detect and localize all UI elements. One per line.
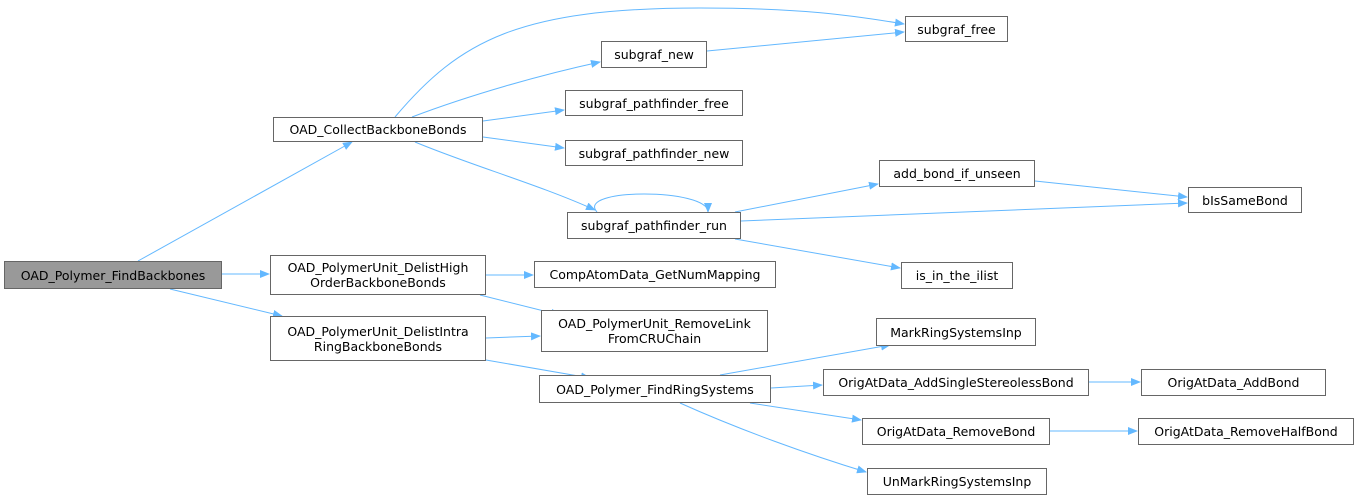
- edge-pf-run-to-add-bond: [734, 181, 879, 213]
- edge-delist-intra-to-remove-link: [485, 332, 541, 341]
- node-oad-polymer-findbackbones: OAD_Polymer_FindBackbones: [4, 261, 222, 289]
- node-origatdata-addsinglestereolessbond[interactable]: OrigAtData_AddSingleStereolessBond: [823, 369, 1089, 396]
- node-unmarkringsystemsinp[interactable]: UnMarkRingSystemsInp: [867, 468, 1047, 495]
- node-is-in-the-ilist[interactable]: is_in_the_ilist: [901, 262, 1013, 289]
- node-oad-polymerunit-delistintraringbackbonebonds[interactable]: OAD_PolymerUnit_DelistIntra RingBackbone…: [270, 316, 486, 361]
- node-origatdata-removebond[interactable]: OrigAtData_RemoveBond: [862, 418, 1050, 445]
- edge-collect-to-pf-run: [414, 141, 596, 211]
- edge-pf-run-to-in-ilist: [734, 238, 901, 271]
- edge-pf-run-self-loop: [594, 193, 712, 213]
- edge-find-ring-to-unmark-ring: [679, 402, 867, 474]
- node-subgraf-pathfinder-free[interactable]: subgraf_pathfinder_free: [565, 90, 743, 116]
- node-oad-polymerunit-removelinkfromcruchain[interactable]: OAD_PolymerUnit_RemoveLink FromCRUChain: [541, 310, 768, 352]
- edge-subgraf-new-to-subgraf-free: [706, 28, 905, 52]
- edge-collect-to-subgraf-free: [394, 7, 905, 118]
- node-origatdata-addbond[interactable]: OrigAtData_AddBond: [1141, 369, 1326, 396]
- node-oad-polymer-findringsystems[interactable]: OAD_Polymer_FindRingSystems: [539, 375, 771, 403]
- node-add-bond-if-unseen[interactable]: add_bond_if_unseen: [879, 160, 1035, 187]
- node-subgraf-free[interactable]: subgraf_free: [905, 16, 1008, 42]
- edge-collect-to-pf-free: [482, 107, 565, 122]
- node-oad-collectbackbonebonds[interactable]: OAD_CollectBackboneBonds: [273, 117, 483, 142]
- node-origatdata-removehalfbond[interactable]: OrigAtData_RemoveHalfBond: [1138, 418, 1354, 445]
- node-markringsystemsinp[interactable]: MarkRingSystemsInp: [876, 318, 1036, 346]
- edge-find-ring-to-mark-ring: [719, 342, 891, 376]
- edge-add-bond-to-bissamebond: [1034, 180, 1188, 201]
- node-oad-polymerunit-delisthighorderbackbonebonds[interactable]: OAD_PolymerUnit_DelistHigh OrderBackbone…: [270, 255, 486, 295]
- edge-find-ring-to-orig-add-single: [770, 381, 823, 390]
- node-compatomdata-getnummapping[interactable]: CompAtomData_GetNumMapping: [534, 261, 776, 288]
- node-subgraf-new[interactable]: subgraf_new: [601, 41, 707, 68]
- edge-pf-run-to-bissamebond: [740, 199, 1188, 222]
- edge-root-to-delist-intra: [169, 288, 283, 318]
- edge-root-to-collect: [137, 141, 353, 262]
- node-subgraf-pathfinder-run[interactable]: subgraf_pathfinder_run: [567, 212, 741, 239]
- edge-collect-to-subgraf-new: [411, 59, 601, 118]
- node-subgraf-pathfinder-new[interactable]: subgraf_pathfinder_new: [565, 140, 743, 166]
- edge-find-ring-to-orig-remove: [749, 402, 862, 423]
- edge-collect-to-pf-new: [482, 136, 565, 151]
- node-bissamebond[interactable]: bIsSameBond: [1188, 187, 1302, 213]
